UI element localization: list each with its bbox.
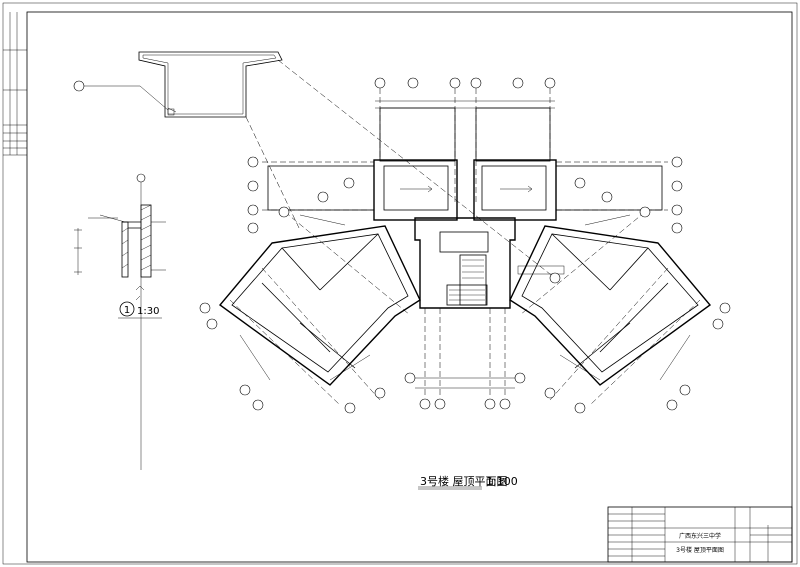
axis-bubble [374, 77, 386, 89]
top-axis-grid [374, 77, 556, 205]
plan-scale: 1:100 [486, 475, 518, 488]
bottom-axis-grid [415, 308, 515, 410]
axis-bubble [544, 77, 556, 89]
roof-plan [199, 77, 731, 414]
detail-callout-bubble [73, 80, 85, 92]
plan-title: 3号楼 屋顶平面图 [420, 474, 508, 488]
axis-bubble [407, 77, 419, 89]
stair-tower-right [473, 159, 557, 221]
title-block-drawing-name: 3号楼 屋顶平面图 [676, 546, 724, 554]
detail-scale: 1:30 [137, 306, 159, 317]
axis-bubble [449, 77, 461, 89]
central-core [414, 217, 516, 309]
title-block [607, 506, 793, 563]
axis-bubble [470, 77, 482, 89]
parapet-section-sketch [73, 51, 556, 279]
wing-axis-bubbles [199, 177, 731, 414]
detail-number: 1 [124, 305, 130, 316]
right-wing [509, 211, 712, 406]
title-block-project: 广西东兴三中学 [679, 532, 721, 540]
drawing-frame [26, 11, 793, 563]
axis-bubble [512, 77, 524, 89]
left-wing [218, 211, 421, 406]
wall-section-detail [74, 173, 166, 470]
binding-strip [3, 12, 27, 156]
detail-number-bubble [119, 301, 135, 317]
stair-tower-left [373, 159, 458, 221]
